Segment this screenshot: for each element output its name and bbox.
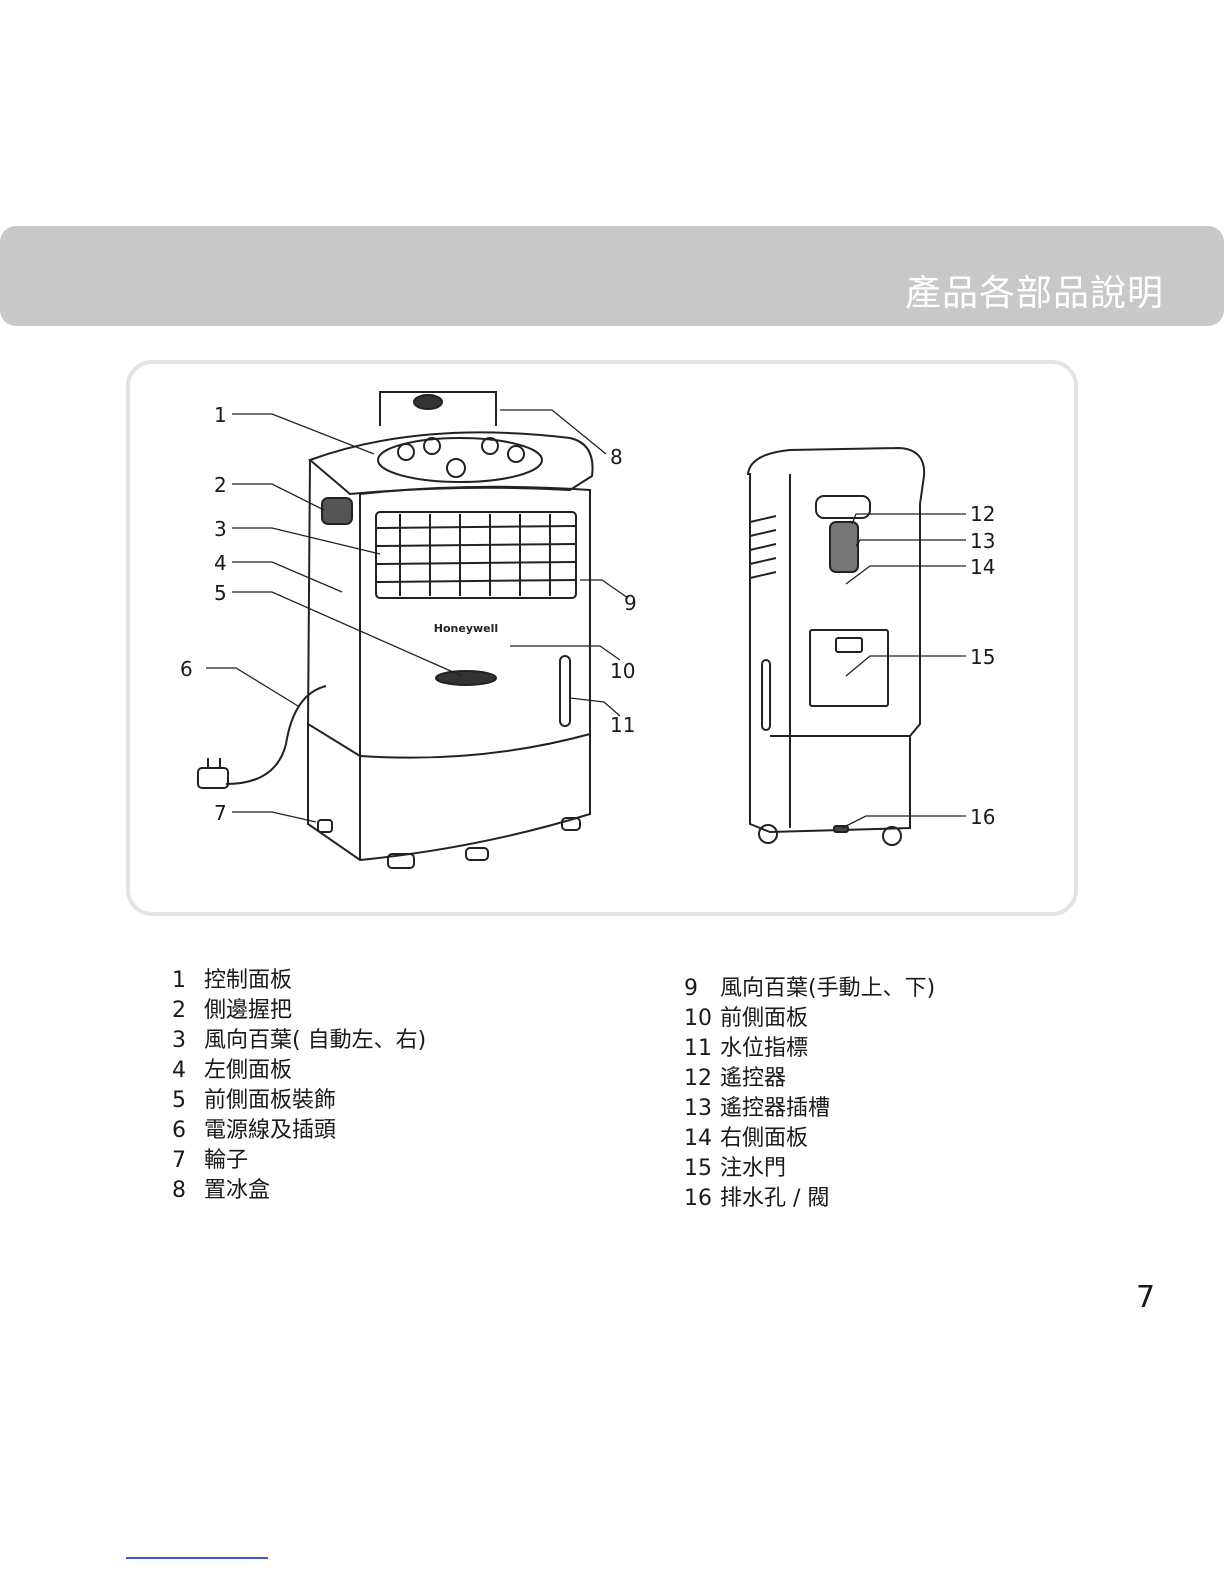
callout-5: 5 <box>214 581 227 605</box>
footer-rule <box>126 1557 268 1559</box>
callout-7: 7 <box>214 801 227 825</box>
callout-16: 16 <box>970 805 995 829</box>
callout-3: 3 <box>214 517 227 541</box>
callout-13: 13 <box>970 529 995 553</box>
product-diagram-drawing: Honeywell <box>130 364 1074 912</box>
callout-leader-lines <box>206 410 966 828</box>
page-number: 7 <box>1136 1280 1155 1315</box>
side-view-cooler <box>748 448 924 845</box>
callout-11: 11 <box>610 713 635 737</box>
callout-14: 14 <box>970 555 995 579</box>
callout-2: 2 <box>214 473 227 497</box>
callout-9: 9 <box>624 591 637 615</box>
callout-10: 10 <box>610 659 635 683</box>
callout-numbers: 1 2 3 4 5 6 7 8 9 10 11 12 13 14 15 16 <box>180 403 995 829</box>
product-diagram: Honeywell <box>126 360 1078 916</box>
callout-1: 1 <box>214 403 227 427</box>
callout-4: 4 <box>214 551 227 575</box>
brand-logo-text: Honeywell <box>434 622 498 635</box>
callout-15: 15 <box>970 645 995 669</box>
callout-8: 8 <box>610 445 623 469</box>
callout-12: 12 <box>970 502 995 526</box>
front-view-cooler: Honeywell <box>198 392 593 868</box>
section-title: 產品各部品說明 <box>905 264 1164 316</box>
callout-6: 6 <box>180 657 193 681</box>
section-banner: 產品各部品說明 <box>0 226 1224 326</box>
